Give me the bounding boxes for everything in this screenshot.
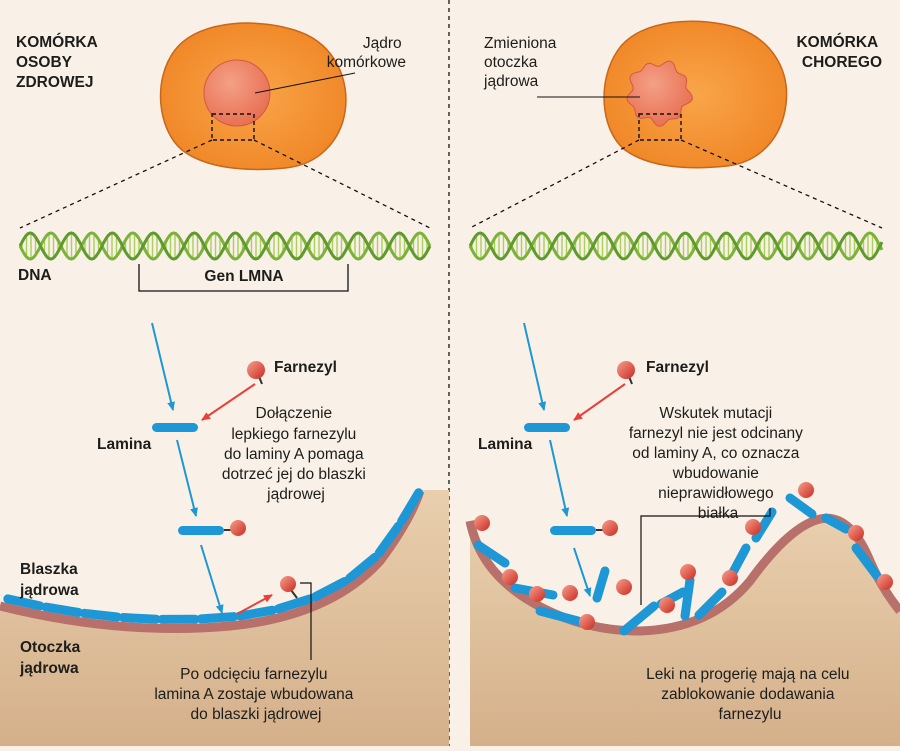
- arrow-lamina-to-complex: [177, 440, 196, 516]
- lamina-segment: [123, 618, 156, 620]
- arrow-gene-to-lamina: [152, 323, 173, 410]
- arrow-farnesyl-attach: [202, 384, 255, 420]
- lamina-segment: [685, 580, 690, 616]
- zoom-line-left: [20, 140, 212, 228]
- farnesyl-molecule-right: [617, 361, 635, 384]
- plate-label: Blaszka jądrowa: [19, 561, 82, 599]
- dna-label: DNA: [18, 267, 52, 284]
- dna-helix-right: [470, 233, 882, 259]
- farnesyl-ball: [529, 586, 545, 602]
- arrow-complex-to-plate: [201, 545, 222, 613]
- farnesyl-ball: [848, 525, 864, 541]
- right-heading: KOMÓRKA CHOREGO: [796, 33, 882, 71]
- farnesyl-ball: [616, 579, 632, 595]
- farnesyl-ball: [659, 597, 675, 613]
- farnesyl-ball: [745, 519, 761, 535]
- arrow-lamina-to-complex-r: [550, 440, 567, 516]
- left-heading: KOMÓRKA OSOBY ZDROWEJ: [16, 33, 102, 91]
- nuclear-envelope-right: [470, 517, 900, 746]
- lamina-protein-left: [152, 423, 198, 432]
- lamina-segment: [46, 607, 79, 612]
- dna-helix-left: [20, 233, 430, 259]
- lamina-segment: [201, 617, 234, 619]
- dna-strand: [20, 233, 430, 259]
- nucleus-label: Jądro komórkowe: [327, 35, 406, 71]
- farnesyl-ball: [722, 570, 738, 586]
- right-panel: KOMÓRKA CHOREGO Zmieniona otoczka jądrow…: [470, 21, 900, 746]
- lamina-segment: [790, 498, 812, 514]
- zoom-line-right-r: [681, 140, 882, 228]
- lamina-segment: [597, 571, 605, 598]
- lamina-segment: [240, 610, 273, 616]
- farnesyl-molecule-left: [247, 361, 265, 384]
- farnesyl-ball: [474, 515, 490, 531]
- arrow-farnesyl-attach-r: [574, 384, 625, 420]
- farnesyl-label-right: Farnezyl: [646, 359, 709, 376]
- lamina-farnesyl-complex-left: [178, 520, 246, 536]
- lamina-segment: [84, 613, 117, 617]
- mutation-text: Wskutek mutacji farnezyl nie jest odcina…: [629, 405, 807, 522]
- farnesyl-label-left: Farnezyl: [274, 359, 337, 376]
- gene-label: Gen LMNA: [204, 268, 283, 285]
- farnesyl-ball: [680, 564, 696, 580]
- arrow-gene-to-lamina-r: [524, 323, 544, 410]
- farnesyl-ball: [579, 614, 595, 630]
- lamina-protein-right: [524, 423, 570, 432]
- left-panel: KOMÓRKA OSOBY ZDROWEJ Jądro komórkowe DN…: [0, 23, 449, 746]
- farnesyl-ball: [877, 574, 893, 590]
- lamina-label-left: Lamina: [97, 436, 152, 453]
- attach-text: Dołączenie lepkiego farnezylu do laminy …: [222, 405, 370, 503]
- zoom-line-left-r: [470, 140, 639, 228]
- lamina-farnesyl-complex-right: [550, 520, 618, 536]
- farnesyl-ball: [502, 569, 518, 585]
- lamina-label-right: Lamina: [478, 436, 533, 453]
- dna-strand: [470, 233, 882, 259]
- altered-envelope-label: Zmieniona otoczka jądrowa: [483, 35, 561, 90]
- farnesyl-released: [280, 576, 297, 598]
- farnesyl-ball: [562, 585, 578, 601]
- farnesyl-ball: [798, 482, 814, 498]
- healthy-nucleus: [204, 60, 270, 126]
